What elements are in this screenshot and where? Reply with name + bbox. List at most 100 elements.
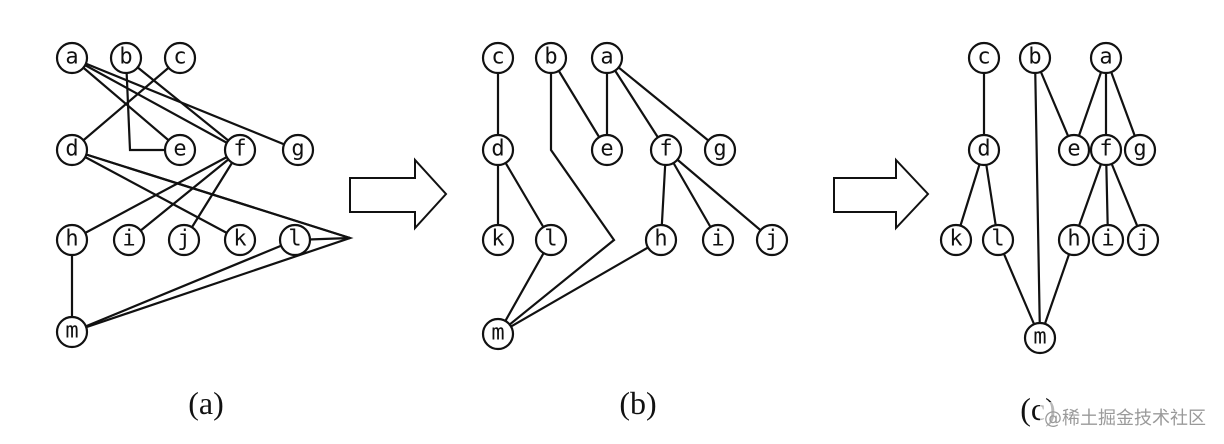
node-a-j: j: [167, 223, 201, 257]
edge-b-l-m: [496, 238, 553, 336]
node-b-c: c: [481, 41, 515, 75]
edge-a-a-f: [70, 56, 242, 152]
node-a-i: i: [112, 223, 146, 257]
node-circle: [481, 133, 515, 167]
node-label: k: [491, 227, 504, 252]
caption-b: (b): [619, 385, 656, 421]
node-label: g: [713, 137, 726, 162]
node-circle: [281, 133, 315, 167]
node-c-e: e: [1057, 133, 1091, 167]
node-c-i: i: [1091, 223, 1125, 257]
node-b-i: i: [701, 223, 735, 257]
node-label: b: [1028, 45, 1041, 70]
node-b-m: m: [481, 317, 515, 351]
node-label: b: [544, 45, 557, 70]
node-b-a: a: [590, 41, 624, 75]
node-circle: [278, 223, 312, 257]
edge-c-a-e: [1072, 56, 1108, 152]
node-circle: [481, 223, 515, 257]
watermark: @稀土掘金技术社区: [1040, 402, 1210, 432]
edge-a-a-g: [70, 56, 300, 152]
node-circle: [939, 223, 973, 257]
edge-b-a-g: [605, 56, 722, 152]
node-label: e: [1067, 137, 1080, 162]
node-a-l: l: [278, 223, 312, 257]
node-label: m: [65, 319, 78, 344]
node-circle: [703, 133, 737, 167]
node-b-d: d: [481, 133, 515, 167]
edges-a: [70, 56, 354, 334]
node-circle: [967, 41, 1001, 75]
edge-a-c-d: [70, 56, 182, 152]
node-c-j: j: [1126, 223, 1160, 257]
node-circle: [481, 317, 515, 351]
edge-b-a-f: [605, 56, 668, 152]
node-c-c: c: [967, 41, 1001, 75]
edge-c-l-m: [996, 238, 1042, 340]
node-label: a: [600, 45, 613, 70]
node-circle: [1023, 321, 1057, 355]
node-circle: [701, 223, 735, 257]
node-circle: [1057, 133, 1091, 167]
node-circle: [223, 133, 257, 167]
node-circle: [755, 223, 789, 257]
node-label: m: [1033, 325, 1046, 350]
node-label: i: [1101, 227, 1114, 252]
node-label: e: [173, 137, 186, 162]
edge-c-b-m: [1033, 56, 1042, 340]
node-c-d: d: [967, 133, 1001, 167]
node-label: d: [977, 137, 990, 162]
node-b-f: f: [649, 133, 683, 167]
node-b-g: g: [703, 133, 737, 167]
node-label: e: [600, 137, 613, 162]
node-circle: [1089, 133, 1123, 167]
edge-b-h-m: [496, 238, 663, 336]
node-label: d: [65, 137, 78, 162]
node-label: c: [173, 45, 186, 70]
node-b-j: j: [755, 223, 789, 257]
node-label: f: [1099, 137, 1112, 162]
node-label: a: [65, 45, 78, 70]
edges-b: [496, 56, 774, 336]
node-circle: [1057, 223, 1091, 257]
node-b-b: b: [534, 41, 568, 75]
node-label: i: [711, 227, 724, 252]
node-b-e: e: [590, 133, 624, 167]
node-circle: [1091, 223, 1125, 257]
edge-b-d-l: [496, 148, 553, 242]
node-label: a: [1099, 45, 1112, 70]
node-c-k: k: [939, 223, 973, 257]
node-circle: [590, 133, 624, 167]
node-label: g: [291, 137, 304, 162]
node-label: j: [177, 227, 190, 252]
node-c-b: b: [1018, 41, 1052, 75]
node-circle: [163, 133, 197, 167]
node-circle: [163, 41, 197, 75]
node-a-e: e: [163, 133, 197, 167]
edge-a-f-j: [182, 148, 242, 242]
node-circle: [967, 133, 1001, 167]
node-label: l: [288, 227, 301, 252]
node-a-b: b: [109, 41, 143, 75]
node-a-h: h: [55, 223, 89, 257]
node-circle: [1126, 223, 1160, 257]
edge-b-f-i: [664, 148, 720, 242]
edge-c-a-g: [1104, 56, 1142, 152]
transform-arrow-1: [349, 157, 448, 231]
node-circle: [109, 41, 143, 75]
node-circle: [590, 41, 624, 75]
node-label: h: [654, 227, 667, 252]
node-label: j: [765, 227, 778, 252]
node-label: l: [544, 227, 557, 252]
node-label: c: [977, 45, 990, 70]
node-b-l: l: [534, 223, 568, 257]
node-circle: [649, 133, 683, 167]
edge-a-b-e: [124, 56, 182, 152]
caption-a: (a): [188, 385, 224, 421]
edge-b-f-j: [664, 148, 774, 242]
node-c-g: g: [1123, 133, 1157, 167]
